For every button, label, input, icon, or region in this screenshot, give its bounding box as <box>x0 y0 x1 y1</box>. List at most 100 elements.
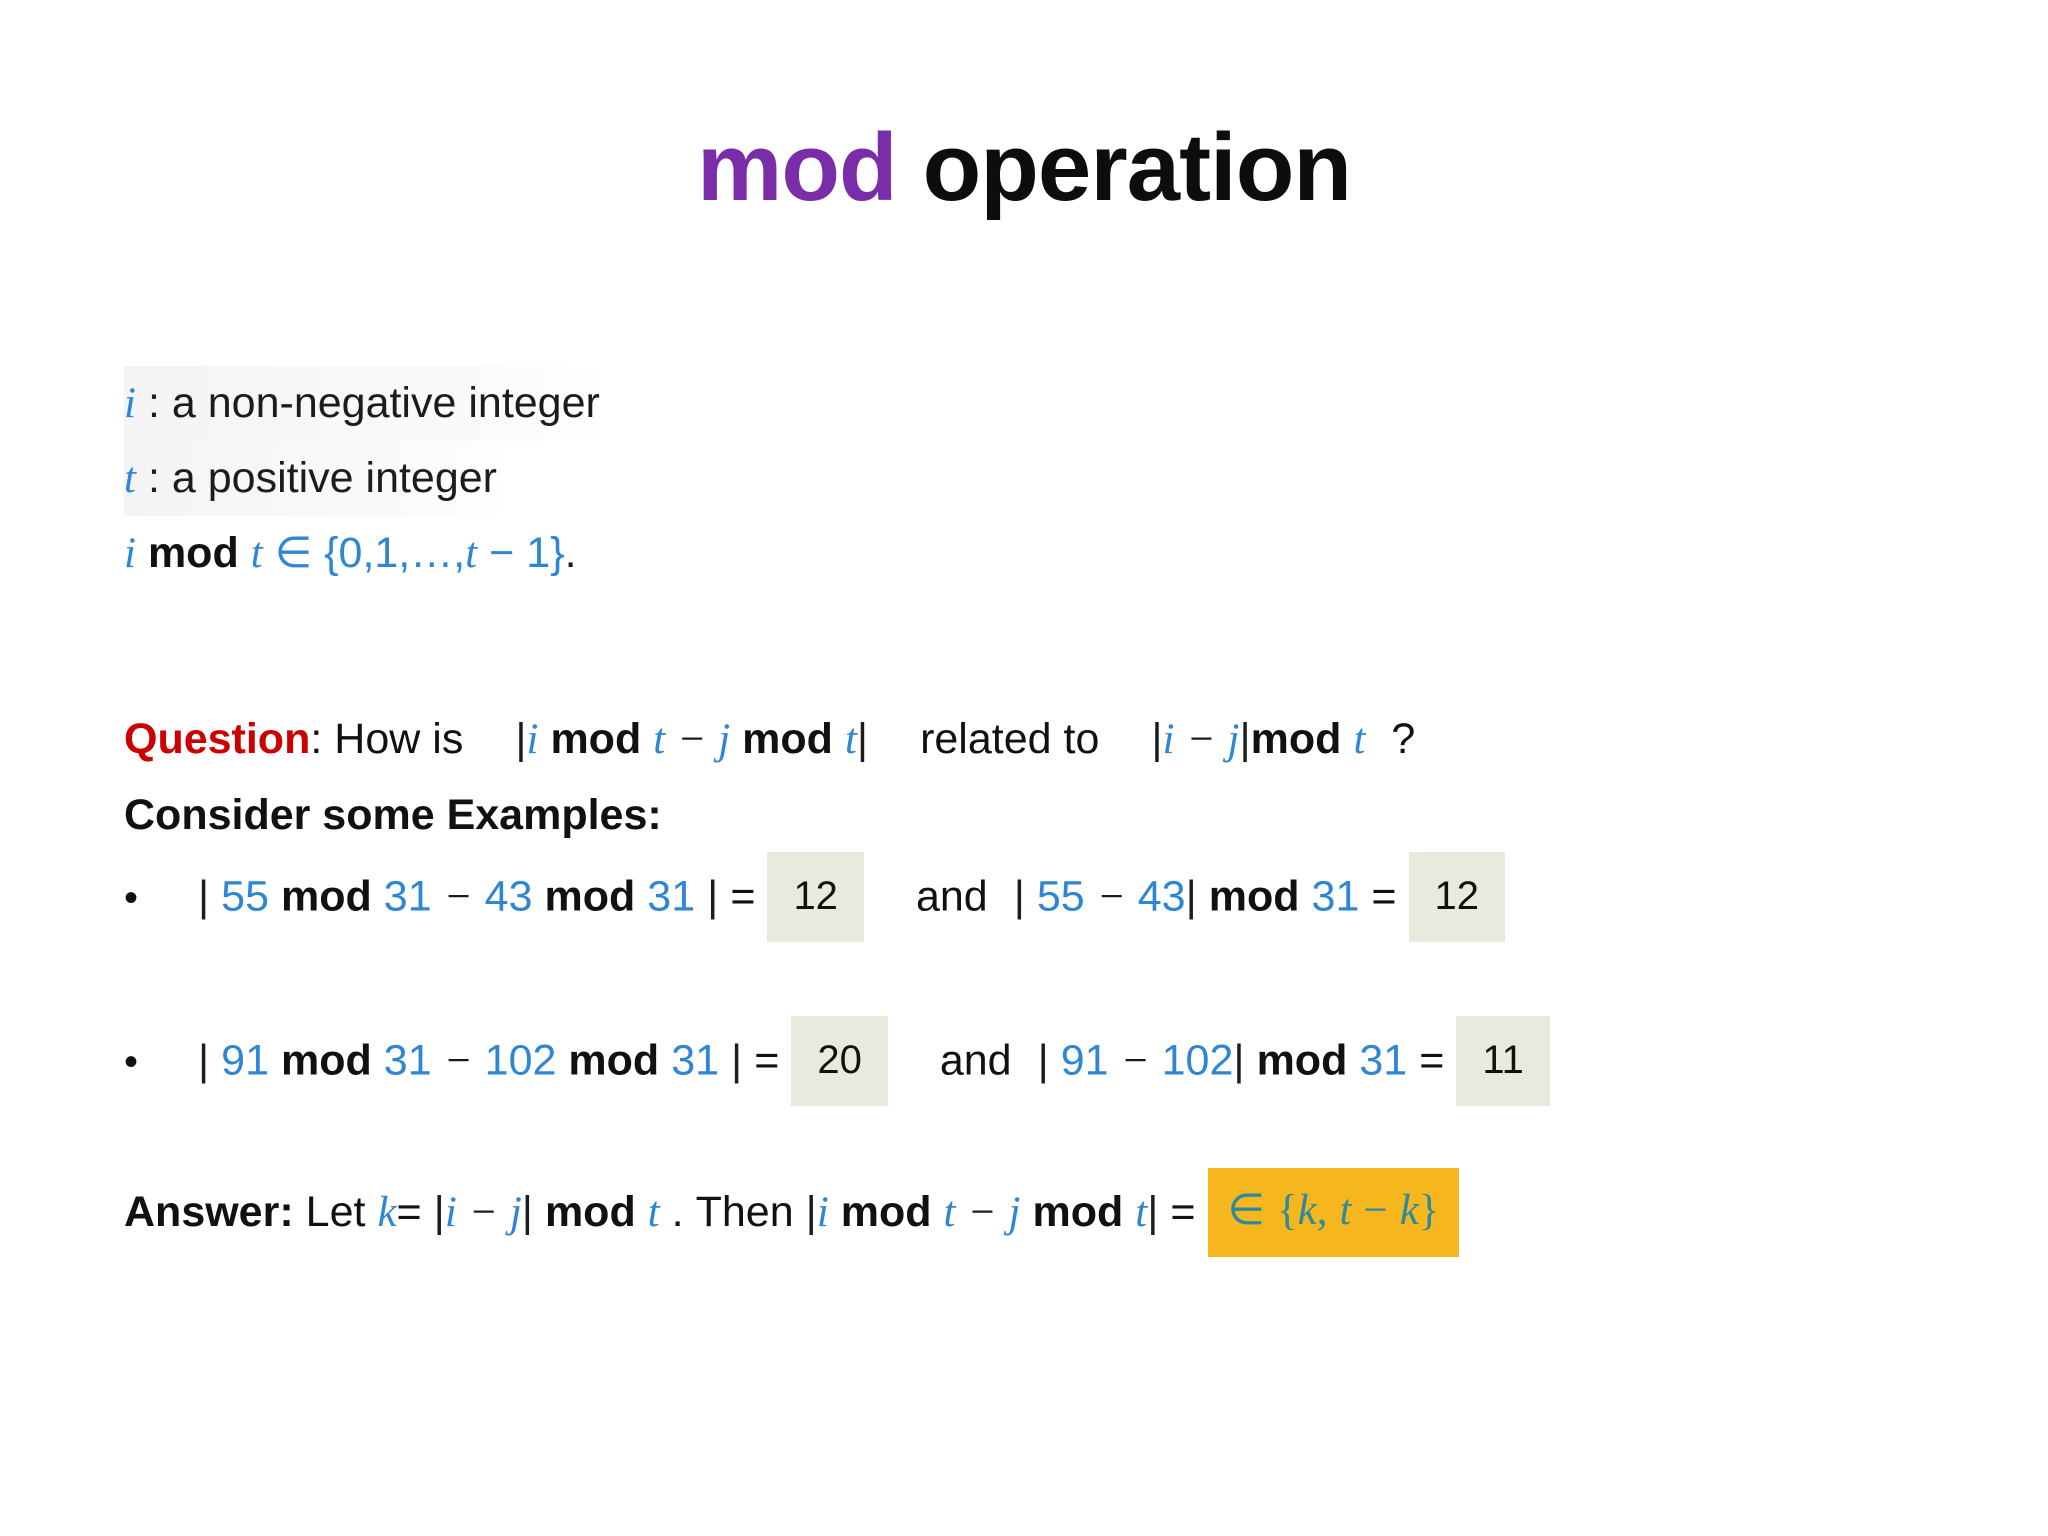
question-prompt: How is <box>334 715 464 763</box>
ex2-right-mod: mod <box>1256 1036 1348 1085</box>
ex2-connector: and <box>939 1036 1012 1085</box>
ex1-right-equals: = <box>1371 872 1397 921</box>
ex1-right-mod: mod <box>1208 872 1300 921</box>
ex2-left-bar-open: | <box>198 1036 210 1085</box>
answer-let-word: Let <box>305 1187 366 1236</box>
question-left-mod-2: mod <box>742 715 833 763</box>
answer-def-var-j: j <box>509 1188 522 1236</box>
range-set-close: } <box>550 529 565 577</box>
spacer-after-definitions <box>124 591 1944 703</box>
ex1-right-minus: − <box>1096 873 1126 921</box>
question-right-var-i: i <box>1162 716 1175 763</box>
range-set-items: 0,1,…, <box>338 529 466 577</box>
ex2-right-value: 11 <box>1456 1016 1550 1106</box>
question-right-var-j: j <box>1227 716 1240 763</box>
ex1-right-bar-close: | <box>1185 872 1197 921</box>
question-mark: ? <box>1391 715 1416 763</box>
question-right-var-t: t <box>1353 716 1366 763</box>
ex1-left-bar-open: | <box>198 872 210 921</box>
variable-i: i <box>124 380 136 427</box>
ex1-right-b: 43 <box>1137 872 1186 921</box>
answer-then-minus: − <box>967 1188 997 1236</box>
answer-set-close: } <box>1418 1187 1440 1234</box>
ex2-right-bar-close: | <box>1233 1036 1245 1085</box>
spacer-between-examples <box>124 944 1944 1018</box>
answer-set-minus: − <box>1363 1187 1388 1234</box>
answer-then-var-i: i <box>816 1188 829 1236</box>
range-set-one: 1 <box>526 529 551 577</box>
ex2-right-m: 31 <box>1359 1036 1408 1085</box>
range-var-t: t <box>250 530 263 577</box>
ex2-left-minus: − <box>443 1037 473 1085</box>
ex1-left-b: 43 <box>484 872 533 921</box>
question-left-var-j: j <box>718 716 731 763</box>
answer-def-mod: mod <box>544 1187 636 1236</box>
definition-separator-t: : <box>147 454 160 502</box>
answer-equals-2: = <box>1170 1187 1196 1236</box>
question-left-minus: − <box>677 716 707 763</box>
definition-line-t: t:a positive integer <box>124 441 1944 516</box>
answer-set-var-k-2: k <box>1399 1187 1419 1234</box>
ex1-left-m-1: 31 <box>383 872 432 921</box>
answer-set-var-k: k <box>1297 1187 1317 1234</box>
ex2-right-minus: − <box>1120 1037 1150 1085</box>
title-highlight-word: mod <box>697 114 898 221</box>
range-set-var: t <box>465 530 478 577</box>
ex2-right-bar-open: | <box>1037 1036 1049 1085</box>
ex1-right-a: 55 <box>1036 872 1085 921</box>
answer-member-symbol-icon: ∈ <box>1227 1187 1265 1234</box>
ex1-right-value: 12 <box>1408 852 1505 942</box>
answer-then-bar-close: | <box>1147 1187 1159 1236</box>
answer-set-comma: , <box>1316 1187 1328 1234</box>
ex2-left-mod-1: mod <box>281 1036 372 1085</box>
ex2-left-bar-close: | <box>731 1036 743 1085</box>
range-period: . <box>564 529 577 577</box>
range-var-i: i <box>124 530 136 577</box>
ex1-right-m: 31 <box>1311 872 1360 921</box>
ex1-left-a: 55 <box>221 872 270 921</box>
question-left-var-t-1: t <box>653 716 666 763</box>
answer-highlight-box: ∈{k,t−k} <box>1207 1168 1460 1257</box>
definition-text-i: a non-negative integer <box>171 379 600 427</box>
answer-then-mod-1: mod <box>840 1187 932 1236</box>
ex1-right-bar-open: | <box>1013 872 1025 921</box>
answer-then-var-j: j <box>1008 1188 1021 1236</box>
title-rest-word: operation <box>922 114 1352 221</box>
answer-def-var-i: i <box>444 1188 457 1236</box>
ex1-left-bar-close: | <box>707 872 719 921</box>
answer-then-bar-open: | <box>805 1187 817 1236</box>
range-mod-word: mod <box>147 529 239 577</box>
ex2-left-m-2: 31 <box>671 1036 720 1085</box>
slide-body: i:a non-negative integer t:a positive in… <box>124 366 1944 1259</box>
range-set-open: { <box>324 529 339 577</box>
ex1-left-equals: = <box>730 872 756 921</box>
question-label-colon: : <box>310 715 323 763</box>
question-left-var-i: i <box>526 716 539 763</box>
question-left-var-t-2: t <box>844 716 857 763</box>
ex2-right-a: 91 <box>1060 1036 1109 1085</box>
answer-period: . <box>671 1187 684 1236</box>
answer-then-mod-2: mod <box>1032 1187 1124 1236</box>
ex1-left-mod-1: mod <box>281 872 372 921</box>
spacer-before-answer <box>124 1108 1944 1170</box>
ex2-right-b: 102 <box>1161 1036 1234 1085</box>
answer-def-var-t: t <box>647 1188 660 1236</box>
answer-set-open: { <box>1276 1187 1298 1234</box>
question-right-bar-close: | <box>1239 715 1251 763</box>
question-left-mod-1: mod <box>550 715 642 763</box>
ex2-left-value: 20 <box>791 1016 888 1106</box>
question-right-bar-open: | <box>1151 715 1163 763</box>
definition-text-t: a positive integer <box>171 454 497 502</box>
examples-label: Consider some Examples: <box>124 791 662 839</box>
variable-t: t <box>124 455 136 502</box>
definitions-block: i:a non-negative integer t:a positive in… <box>124 366 1944 591</box>
ex2-left-a: 91 <box>221 1036 270 1085</box>
answer-then-var-t-1: t <box>943 1188 956 1236</box>
ex2-right-equals: = <box>1419 1036 1445 1085</box>
